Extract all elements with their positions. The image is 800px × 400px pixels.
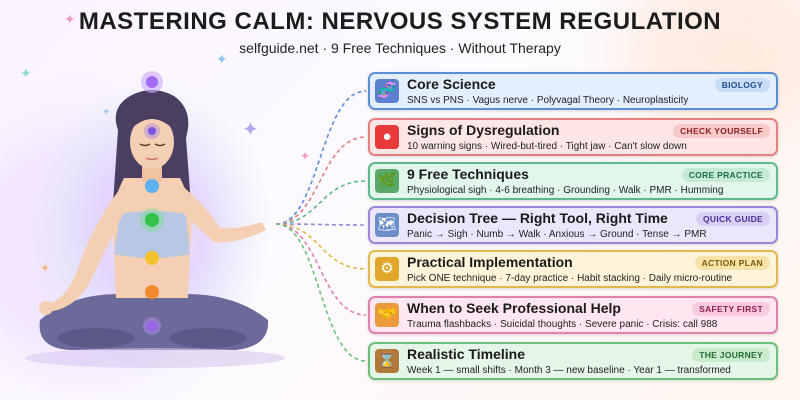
page-subtitle: selfguide.net · 9 Free Techniques · With… (239, 40, 561, 56)
card-decision-tree: 🗺 Decision Tree — Right Tool, Right Time… (368, 206, 778, 244)
card-realistic-timeline: ⌛ Realistic Timeline Week 1 — small shif… (368, 342, 778, 380)
handshake-icon: 🤝 (375, 303, 399, 327)
meditating-figure-illustration (25, 71, 285, 378)
crop-top (114, 211, 190, 258)
sparkle-icon: ✦ (64, 11, 76, 27)
right-knee (170, 328, 246, 348)
card-signs-of-dysregulation: ● Signs of Dysregulation 10 warning sign… (368, 118, 778, 156)
hair-fringe (130, 112, 174, 130)
card-badge: QUICK GUIDE (696, 212, 770, 226)
card-badge: BIOLOGY (714, 78, 770, 92)
card-badge: CORE PRACTICE (681, 168, 770, 182)
red-circle-icon: ● (375, 125, 399, 149)
root-chakra (147, 321, 157, 331)
dna-icon: 🧬 (375, 79, 399, 103)
solar-plexus-chakra (145, 251, 159, 265)
closed-eye-left (139, 143, 151, 147)
cushion-shadow (25, 348, 285, 368)
card-description: SNS vs PNS · Vagus nerve · Polyvagal The… (407, 95, 689, 106)
card-description: Week 1 — small shifts · Month 3 — new ba… (407, 365, 731, 376)
card-title: When to Seek Professional Help (407, 300, 621, 316)
card-seek-professional-help: 🤝 When to Seek Professional Help Trauma … (368, 296, 778, 334)
card-badge: CHECK YOURSELF (673, 124, 770, 138)
card-description: Trauma flashbacks · Suicidal thoughts · … (407, 319, 718, 330)
sparkle-icon: ✦ (216, 51, 228, 67)
third-eye-chakra (148, 127, 156, 135)
card-description: Physiological sigh · 4-6 breathing · Gro… (407, 185, 724, 196)
sacral-chakra (145, 285, 159, 299)
left-knee (58, 328, 134, 348)
card-description: Panic → Sigh · Numb → Walk · Anxious → G… (407, 229, 707, 240)
sparkle-icon: ✦ (20, 65, 32, 81)
card-practical-implementation: ⚙ Practical Implementation Pick ONE tech… (368, 250, 778, 288)
card-title: Practical Implementation (407, 254, 573, 270)
card-badge: ACTION PLAN (694, 256, 770, 270)
face (130, 115, 174, 169)
card-description: Pick ONE technique · 7-day practice · Ha… (407, 273, 733, 284)
page-title: MASTERING CALM: NERVOUS SYSTEM REGULATIO… (78, 8, 722, 35)
card-title: Core Science (407, 76, 496, 92)
card-badge: SAFETY FIRST (692, 302, 770, 316)
left-hand (39, 301, 53, 315)
card-title: Realistic Timeline (407, 346, 526, 362)
leaf-icon: 🌿 (375, 169, 399, 193)
card-free-techniques: 🌿 9 Free Techniques Physiological sigh ·… (368, 162, 778, 200)
right-arm (178, 184, 266, 243)
card-core-science: 🧬 Core Science SNS vs PNS · Vagus nerve … (368, 72, 778, 110)
gear-icon: ⚙ (375, 257, 399, 281)
heart-chakra (145, 213, 159, 227)
sparkle-icon: ✦ (242, 119, 259, 141)
throat-chakra (145, 179, 159, 193)
card-title: 9 Free Techniques (407, 166, 529, 182)
map-icon: 🗺 (375, 213, 399, 237)
left-arm (46, 184, 126, 312)
closed-eye-right (154, 143, 166, 147)
card-title: Signs of Dysregulation (407, 122, 560, 138)
card-title: Decision Tree — Right Tool, Right Time (407, 210, 668, 226)
smile (145, 157, 159, 161)
crown-chakra (146, 76, 158, 88)
hourglass-icon: ⌛ (375, 349, 399, 373)
card-description: 10 warning signs · Wired-but-tired · Tig… (407, 141, 687, 152)
card-badge: THE JOURNEY (692, 348, 770, 362)
